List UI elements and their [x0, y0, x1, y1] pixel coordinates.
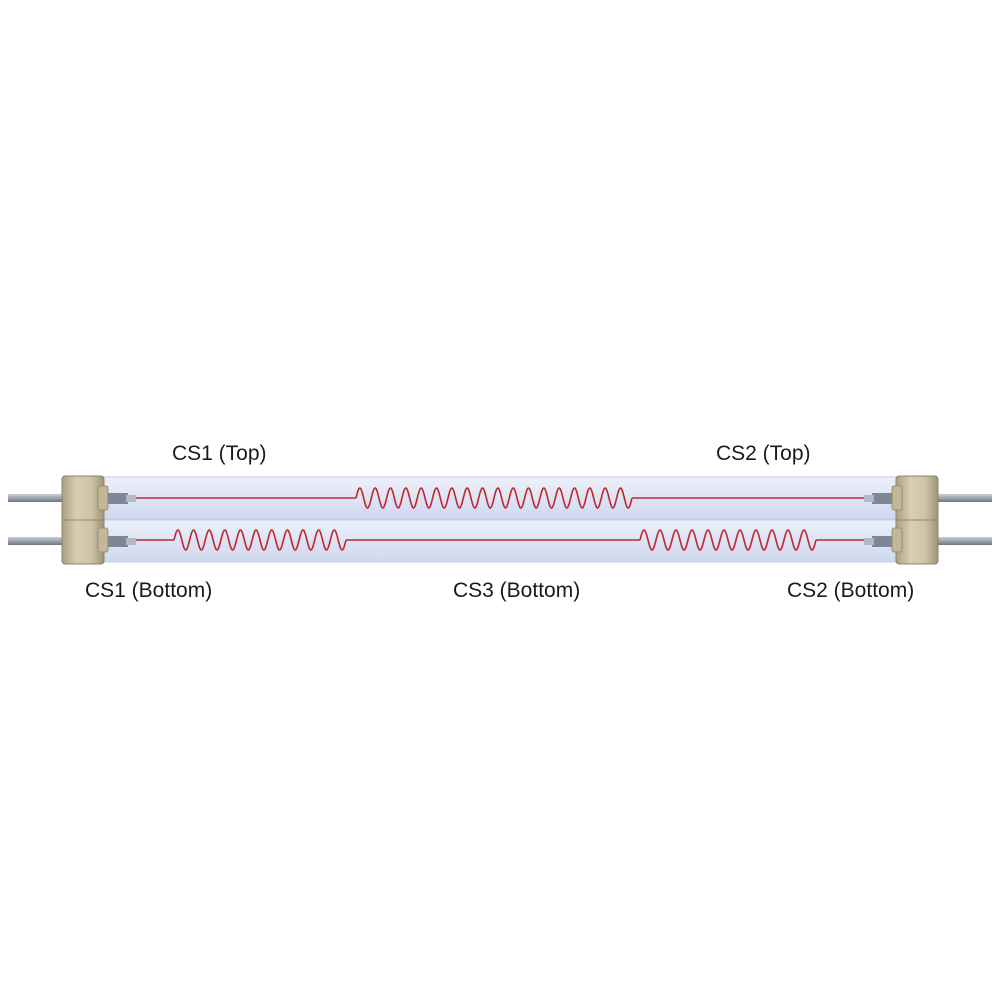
top-right-connector: [872, 493, 896, 504]
bottom-right-lead-wire: [934, 537, 992, 545]
top-right-connector-tip: [864, 495, 874, 502]
bottom-left-connector-tip: [126, 538, 136, 545]
bottom-right-connector-tip: [864, 538, 874, 545]
cs1-bottom-label: CS1 (Bottom): [85, 579, 213, 602]
bottom-left-coil: [173, 529, 347, 551]
bottom-left-lead-wire: [8, 537, 66, 545]
top-left-connector: [104, 493, 128, 504]
cs1-top-label: CS1 (Top): [172, 442, 267, 465]
cs2-top-label: CS2 (Top): [716, 442, 811, 465]
top-left-lead-wire: [8, 494, 66, 502]
top-right-lead-wire: [934, 494, 992, 502]
top-center-coil: [355, 487, 633, 509]
bottom-tube-body: [99, 519, 901, 563]
bottom-right-connector: [872, 536, 896, 547]
bottom-right-coil: [639, 529, 817, 551]
cs2-bottom-label: CS2 (Bottom): [787, 579, 915, 602]
cs3-bottom-label: CS3 (Bottom): [453, 579, 581, 602]
left-end-cap: [61, 475, 109, 565]
right-end-cap: [891, 475, 939, 565]
top-left-connector-tip: [126, 495, 136, 502]
bottom-left-connector: [104, 536, 128, 547]
heating-elements: [136, 487, 864, 551]
